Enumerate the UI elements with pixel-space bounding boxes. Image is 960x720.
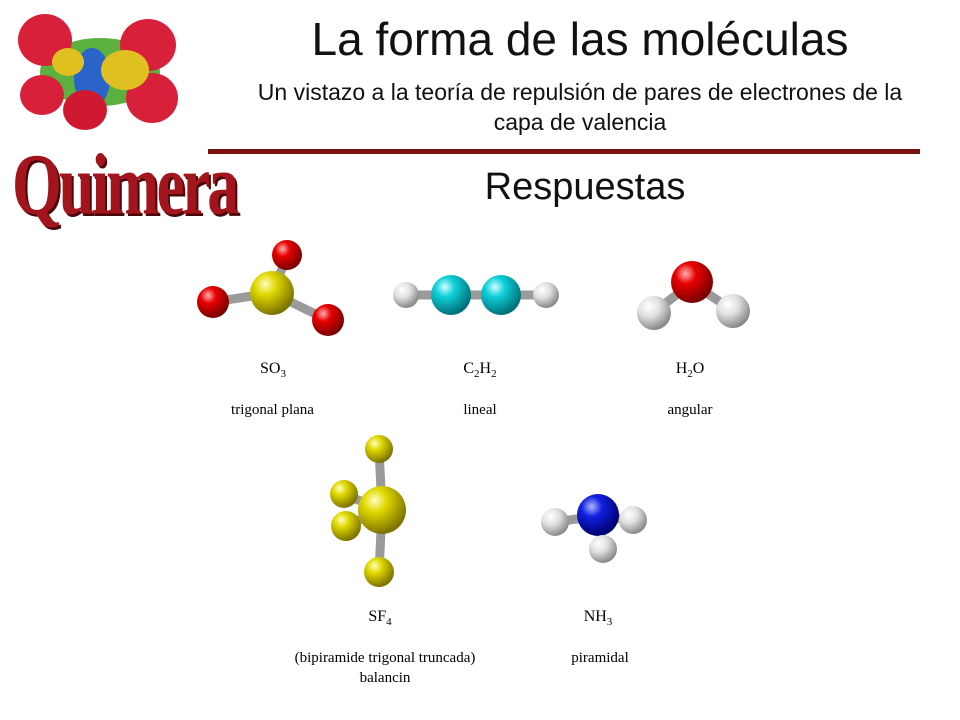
sf4-model-image xyxy=(330,435,406,587)
shape-sf4-line2: balancin xyxy=(359,670,411,687)
logo-wordmark: Quimera xyxy=(12,136,239,233)
formula-c2h2: C2H2 xyxy=(463,360,497,381)
c2h2-model-image xyxy=(393,275,559,315)
title-divider xyxy=(208,149,920,154)
logo: Quimera xyxy=(0,0,239,232)
electron-density-molecule-icon xyxy=(18,14,178,130)
formula-h2o: H2O xyxy=(675,360,705,381)
section-heading: Respuestas xyxy=(484,166,686,208)
formula-nh3: NH3 xyxy=(583,608,613,629)
formula-so3: SO3 xyxy=(260,360,286,381)
shape-h2o: angular xyxy=(667,402,713,418)
h2o-model-image xyxy=(637,261,750,330)
formula-sf4: SF4 xyxy=(368,608,392,629)
nh3-model-image xyxy=(541,494,647,563)
shape-so3: trigonal plana xyxy=(231,402,314,418)
shape-c2h2: lineal xyxy=(463,402,497,418)
shape-nh3: piramidal xyxy=(571,650,629,666)
page-subtitle: Un vistazo a la teoría de repulsión de p… xyxy=(257,79,903,135)
shape-sf4: (bipiramide trigonal truncada) balancin xyxy=(255,648,515,689)
so3-model-image xyxy=(197,240,344,336)
shape-sf4-line1: (bipiramide trigonal truncada) xyxy=(294,650,476,666)
page-title: La forma de las moléculas xyxy=(311,13,849,65)
